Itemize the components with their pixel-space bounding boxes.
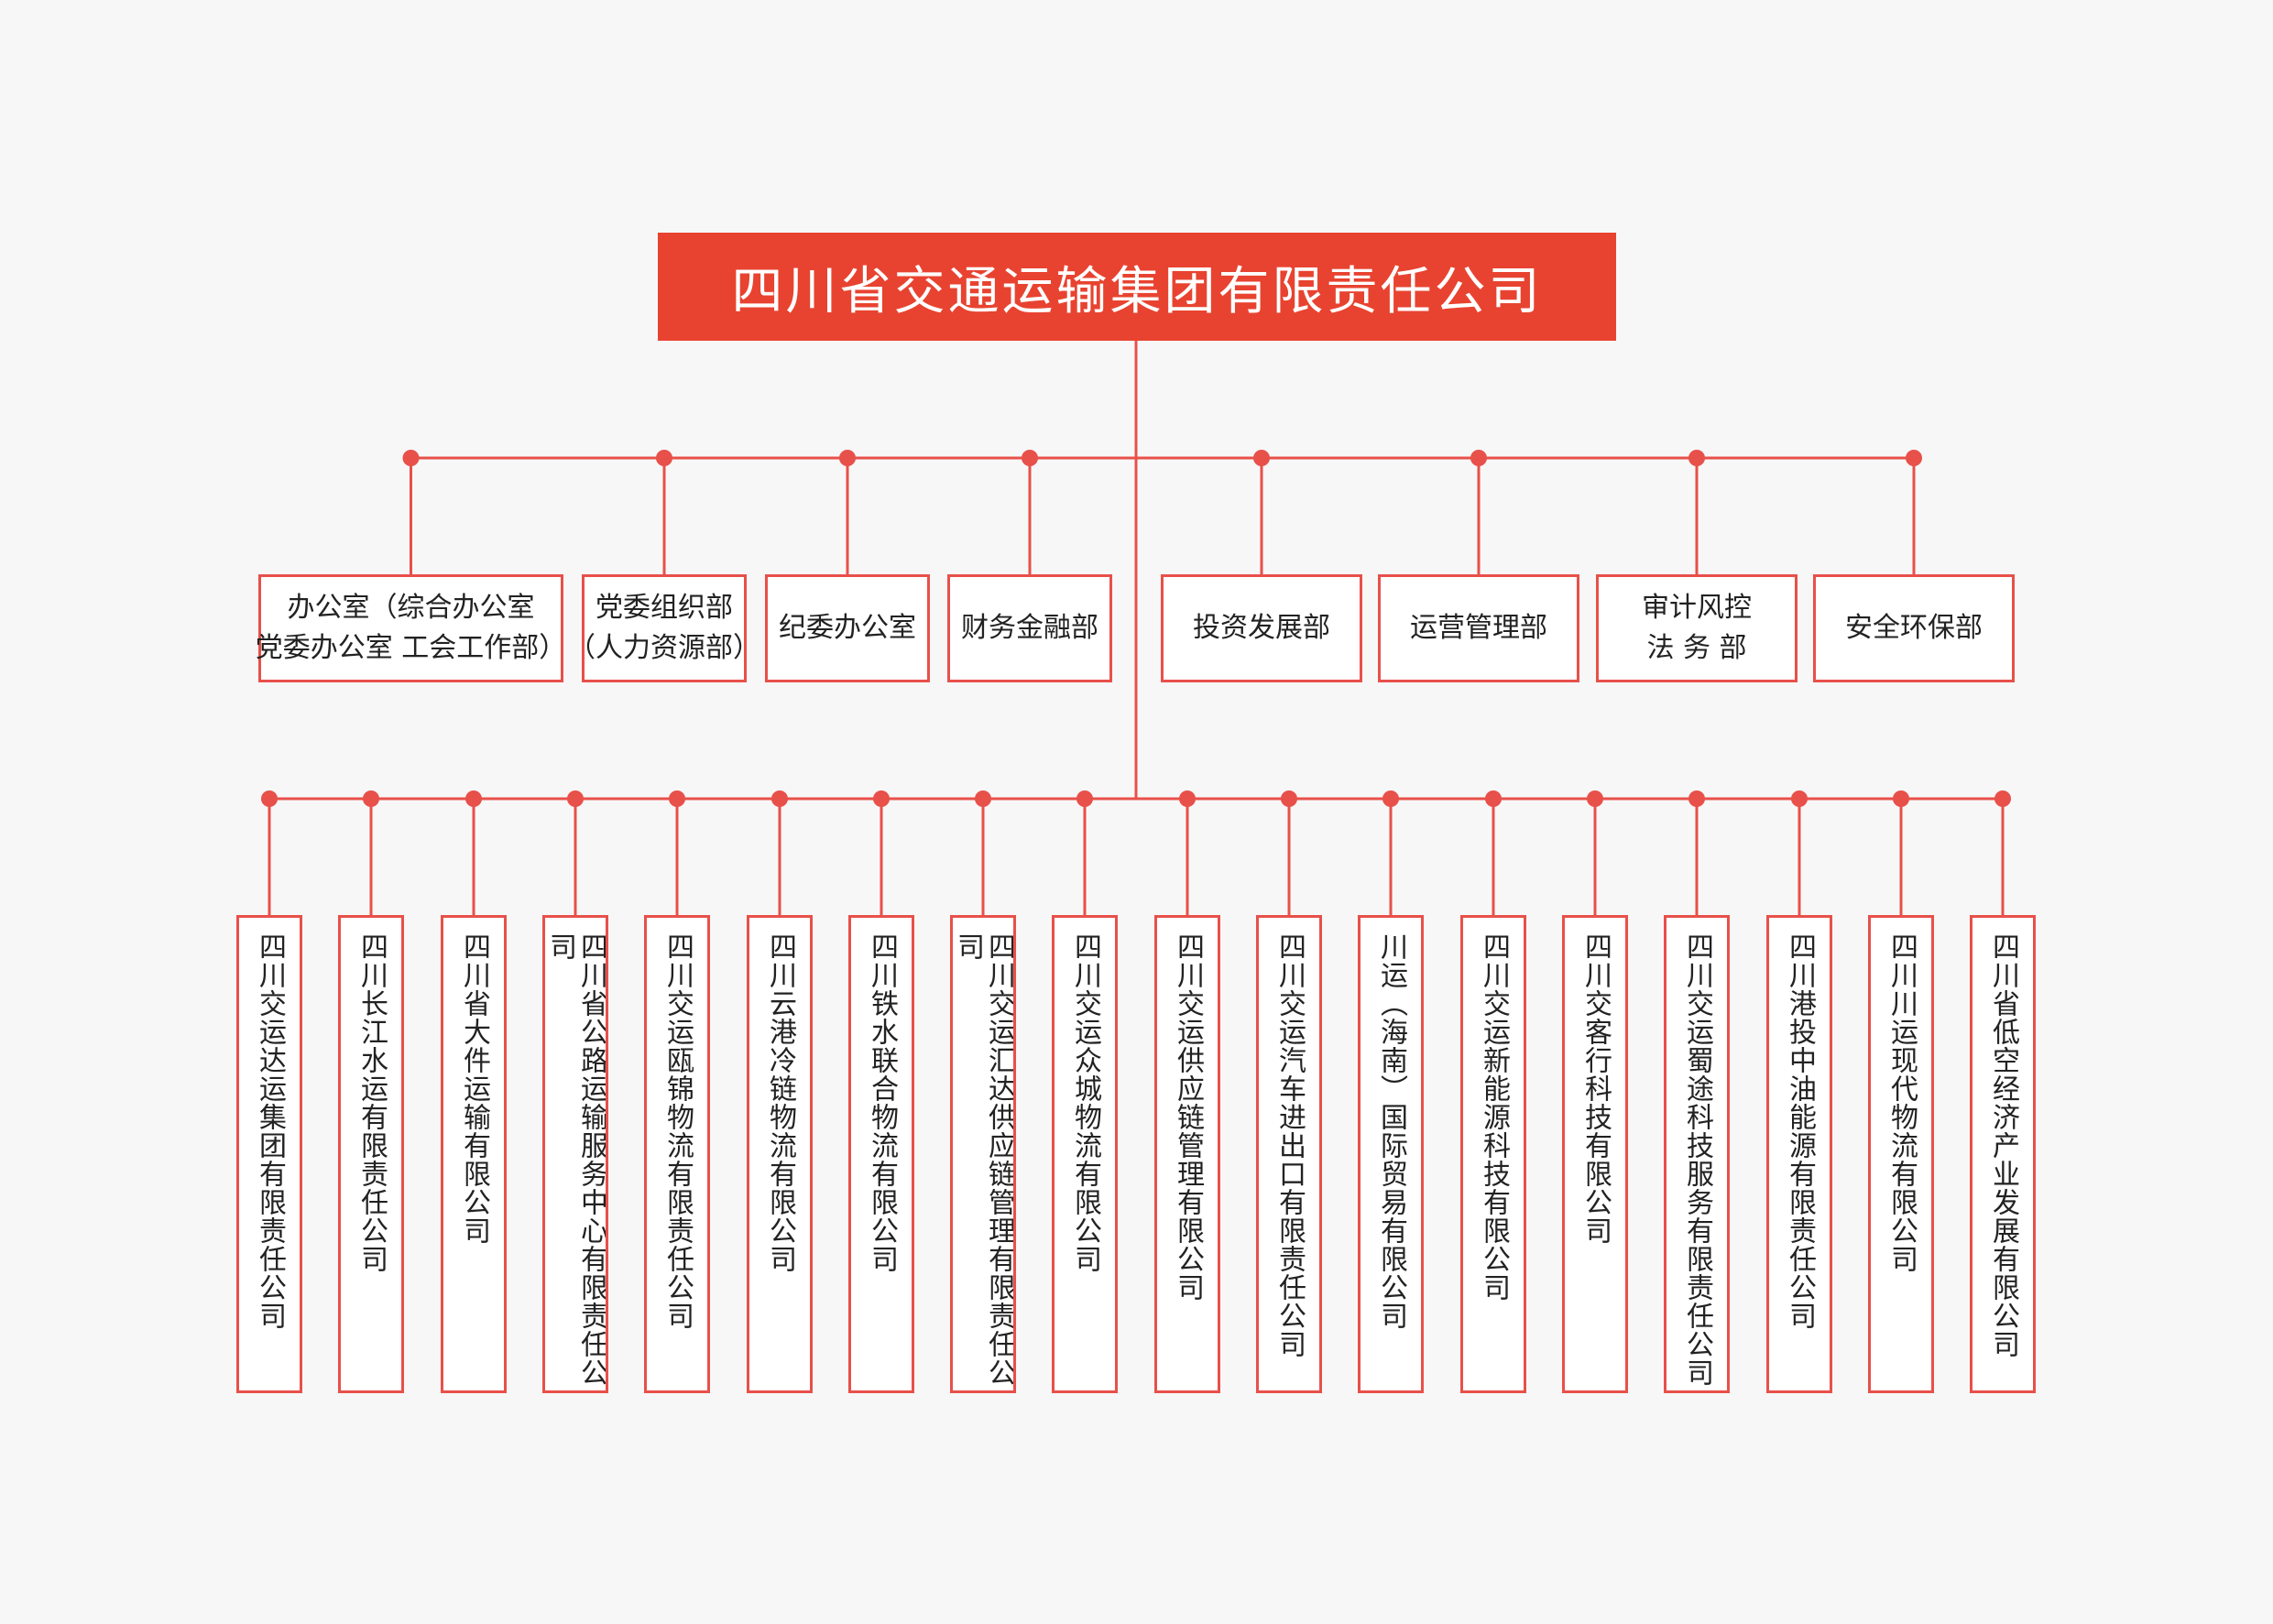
department-node-dot xyxy=(1022,450,1038,466)
subsidiary-label: 四川省低空经济产业发展有限公司 xyxy=(1987,932,2019,1358)
subsidiary-box: 四川交运汇达供应链管理有限责任公司 xyxy=(950,915,1016,1393)
department-node-dot xyxy=(1470,450,1487,466)
subsidiary-label: 川运（海南）国际贸易有限公司 xyxy=(1375,932,1407,1330)
department-node-dot xyxy=(1253,450,1270,466)
subsidiary-label: 四川交运瓯锦物流有限责任公司 xyxy=(661,932,694,1330)
department-box-audit: 审计风控法 务 部 xyxy=(1596,574,1798,682)
department-box-finance: 财务金融部 xyxy=(947,574,1112,682)
subsidiary-node-dot xyxy=(261,790,278,807)
subsidiary-label: 四川交运达运集团有限责任公司 xyxy=(254,932,286,1330)
root-company-box: 四川省交通运输集团有限责任公司 xyxy=(658,233,1616,341)
department-label-line1: 投资发展部 xyxy=(1193,612,1330,644)
department-label-line2: 党委办公室 工会工作部） xyxy=(255,632,567,664)
department-node-dot xyxy=(656,450,672,466)
subsidiary-box: 四川交运达运集团有限责任公司 xyxy=(236,915,302,1393)
subsidiary-label: 四川交运众城物流有限公司 xyxy=(1069,932,1101,1273)
root-company-label: 四川省交通运输集团有限责任公司 xyxy=(731,261,1543,322)
subsidiary-node-dot xyxy=(1485,790,1502,807)
department-label-line1: 党委组织部 xyxy=(596,592,733,624)
subsidiary-label: 四川川运现代物流有限公司 xyxy=(1885,932,1918,1273)
subsidiary-box: 四川交运新能源科技有限公司 xyxy=(1460,915,1526,1393)
department-label-line1: 办公室（综合办公室 xyxy=(287,592,535,624)
subsidiary-box: 四川川运现代物流有限公司 xyxy=(1868,915,1934,1393)
subsidiary-box: 四川省大件运输有限公司 xyxy=(441,915,507,1393)
subsidiary-label: 四川长江水运有限责任公司 xyxy=(355,932,388,1273)
subsidiary-label: 四川交运新能源科技有限公司 xyxy=(1478,932,1510,1302)
subsidiary-box: 四川省低空经济产业发展有限公司 xyxy=(1970,915,2036,1393)
subsidiary-label: 四川交运汇达供应链管理有限责任公司 xyxy=(952,932,1015,1387)
subsidiary-label: 四川交运供应链管理有限公司 xyxy=(1172,932,1204,1302)
department-label-line1: 财务金融部 xyxy=(961,612,1098,644)
subsidiary-label: 四川云港冷链物流有限公司 xyxy=(764,932,796,1273)
subsidiary-box: 四川交运蜀途科技服务有限责任公司 xyxy=(1664,915,1730,1393)
department-label-line1: 审计风控 xyxy=(1642,592,1752,624)
subsidiary-box: 川运（海南）国际贸易有限公司 xyxy=(1358,915,1424,1393)
subsidiary-node-dot xyxy=(1076,790,1093,807)
department-label-line2: 法 务 部 xyxy=(1646,632,1747,664)
subsidiary-node-dot xyxy=(1893,790,1909,807)
subsidiary-node-dot xyxy=(465,790,482,807)
subsidiary-node-dot xyxy=(873,790,890,807)
department-box-operations: 运营管理部 xyxy=(1378,574,1579,682)
department-label-line1: 安全环保部 xyxy=(1845,612,1983,644)
subsidiary-node-dot xyxy=(1587,790,1603,807)
department-label-line1: 纪委办公室 xyxy=(779,612,916,644)
subsidiary-box: 四川港投中油能源有限责任公司 xyxy=(1766,915,1832,1393)
subsidiary-box: 四川铁水联合物流有限公司 xyxy=(848,915,914,1393)
subsidiary-node-dot xyxy=(1994,790,2011,807)
subsidiary-box: 四川交运供应链管理有限公司 xyxy=(1154,915,1220,1393)
subsidiary-node-dot xyxy=(669,790,685,807)
subsidiary-node-dot xyxy=(1688,790,1705,807)
department-box-party-org: 党委组织部 （人力资源部） xyxy=(568,574,760,682)
department-box-safety: 安全环保部 xyxy=(1813,574,2015,682)
subsidiary-label: 四川交运汽车进出口有限责任公司 xyxy=(1273,932,1306,1358)
subsidiary-node-dot xyxy=(1179,790,1196,807)
subsidiary-box: 四川交运众城物流有限公司 xyxy=(1052,915,1118,1393)
subsidiary-box: 四川云港冷链物流有限公司 xyxy=(747,915,813,1393)
subsidiary-node-dot xyxy=(771,790,788,807)
subsidiary-node-dot xyxy=(1281,790,1297,807)
department-node-dot xyxy=(402,450,420,466)
department-node-dot xyxy=(1688,450,1705,466)
subsidiary-box: 四川省公路运输服务中心有限责任公司 xyxy=(542,915,608,1393)
department-node-dot xyxy=(839,450,856,466)
subsidiary-label: 四川铁水联合物流有限公司 xyxy=(866,932,898,1273)
subsidiary-node-dot xyxy=(1791,790,1808,807)
subsidiary-node-dot xyxy=(567,790,584,807)
department-label-line1: 运营管理部 xyxy=(1410,612,1547,644)
department-label-line2: （人力资源部） xyxy=(568,632,760,664)
subsidiary-label: 四川省大件运输有限公司 xyxy=(458,932,490,1245)
subsidiary-node-dot xyxy=(1382,790,1399,807)
subsidiary-box: 四川交客行科技有限公司 xyxy=(1562,915,1628,1393)
department-box-investment: 投资发展部 xyxy=(1161,574,1362,682)
subsidiary-node-dot xyxy=(363,790,379,807)
department-box-office: 办公室（综合办公室党委办公室 工会工作部） xyxy=(256,574,566,682)
subsidiary-label: 四川省公路运输服务中心有限责任公司 xyxy=(544,932,607,1387)
department-node-dot xyxy=(1906,450,1922,466)
subsidiary-box: 四川交运瓯锦物流有限责任公司 xyxy=(644,915,710,1393)
subsidiary-box: 四川交运汽车进出口有限责任公司 xyxy=(1256,915,1322,1393)
subsidiary-label: 四川交运蜀途科技服务有限责任公司 xyxy=(1681,932,1713,1387)
subsidiary-box: 四川长江水运有限责任公司 xyxy=(338,915,404,1393)
subsidiary-label: 四川港投中油能源有限责任公司 xyxy=(1784,932,1816,1330)
subsidiary-label: 四川交客行科技有限公司 xyxy=(1579,932,1612,1245)
department-box-discipline: 纪委办公室 xyxy=(765,574,930,682)
subsidiary-node-dot xyxy=(975,790,991,807)
